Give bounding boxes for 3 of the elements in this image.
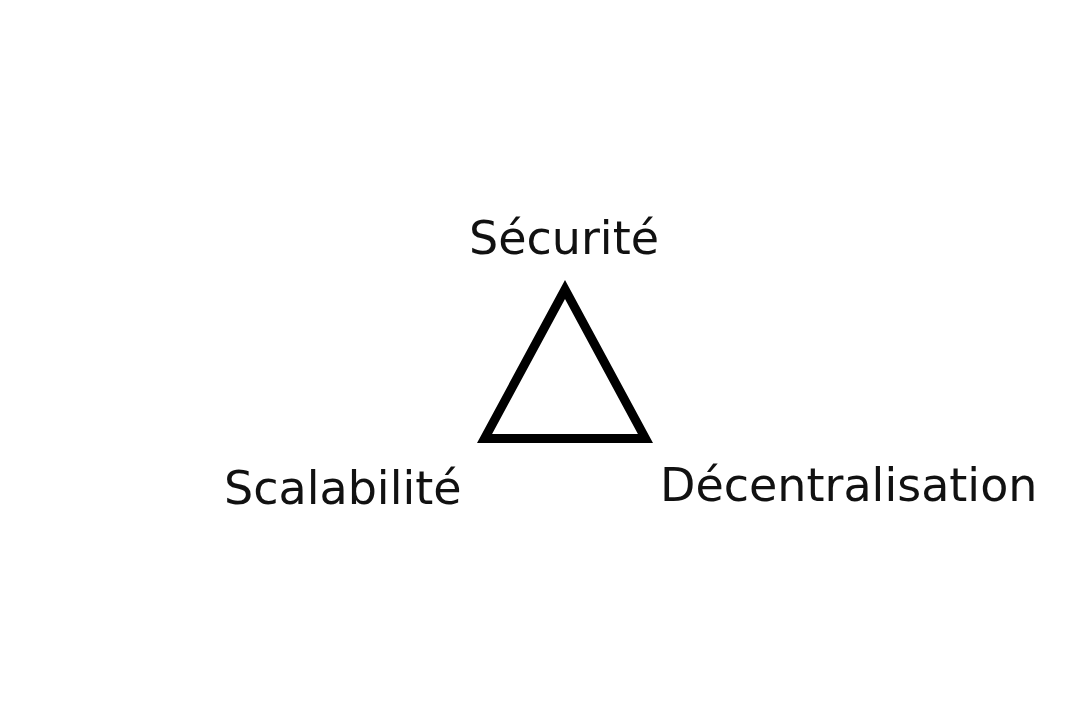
vertex-label: Sécurité (469, 211, 659, 267)
vertex-label: Décentralisation (660, 458, 1038, 514)
vertex-label: Scalabilité (224, 461, 462, 517)
